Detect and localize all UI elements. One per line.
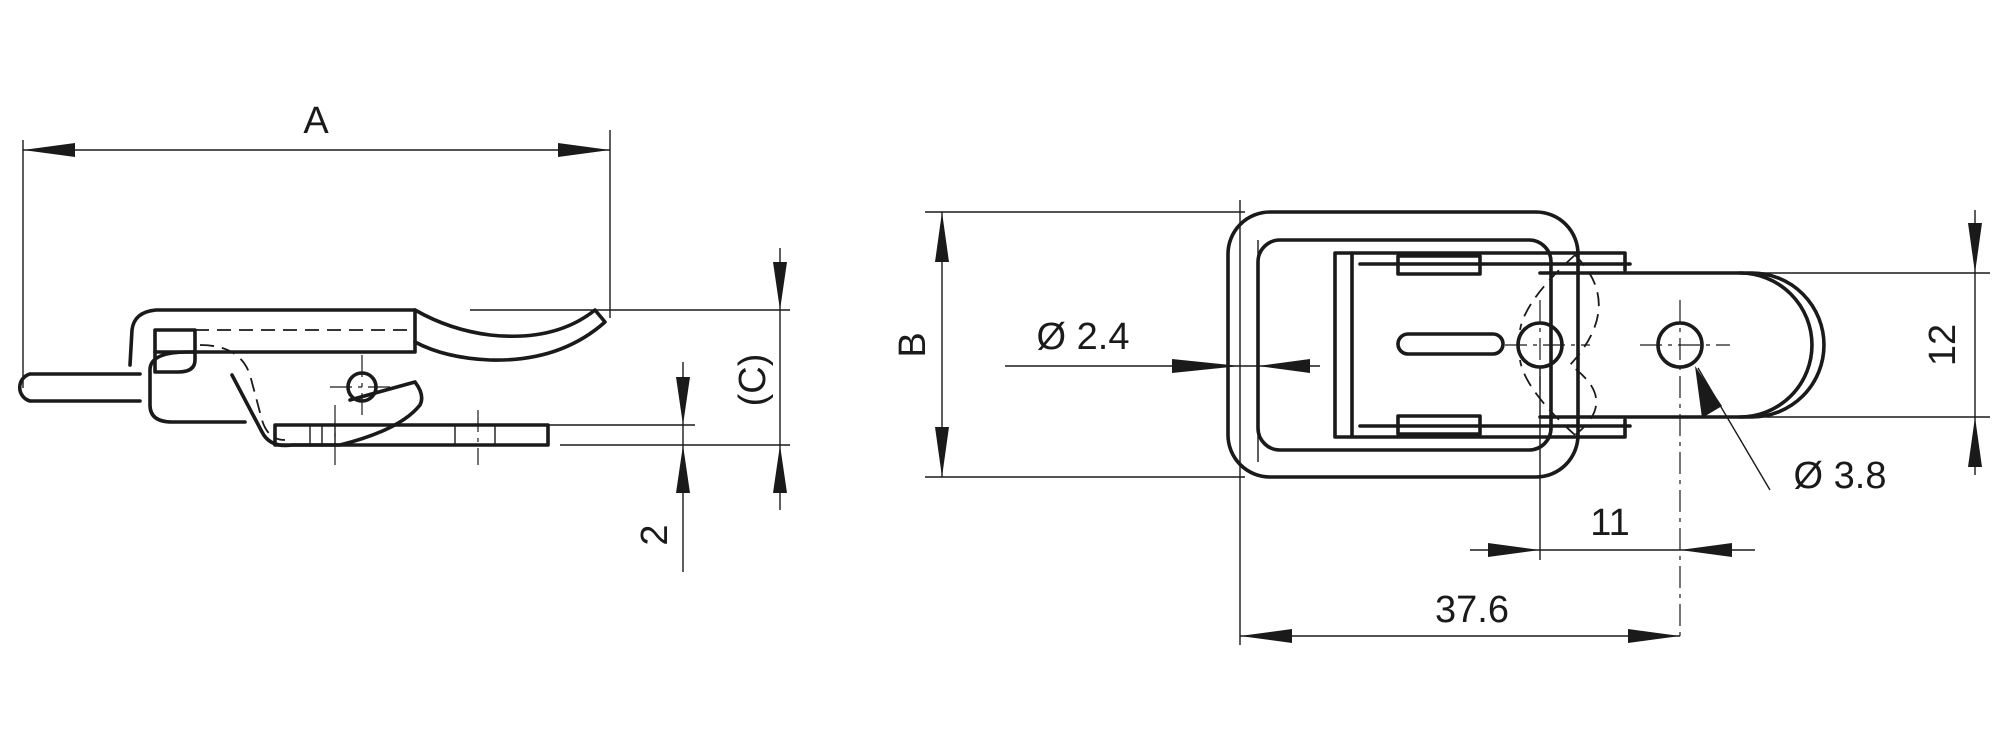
top-tongue-tip xyxy=(1738,271,1826,419)
dim-37-6-arrow-right xyxy=(1628,629,1680,643)
top-hole-large-centerline xyxy=(1640,300,1730,640)
dim-12-extension xyxy=(1745,272,1990,418)
side-inner-clip xyxy=(153,328,197,374)
dim-B-arrow-bottom xyxy=(935,427,949,477)
side-pivot-centerline xyxy=(330,355,390,415)
top-tongue xyxy=(1538,271,1814,419)
dim-2-arrow-top xyxy=(676,377,690,425)
dim-B-arrow-top xyxy=(935,212,949,262)
dim-12-arrow-bottom xyxy=(1968,417,1982,467)
dim-C-arrow-bottom xyxy=(773,445,787,493)
dim-2-label: 2 xyxy=(634,524,676,545)
dim-C-label: (C) xyxy=(732,354,774,407)
dim-hole-small-extension xyxy=(1239,200,1259,645)
dim-A-arrow-right xyxy=(558,143,610,157)
side-lever-body xyxy=(128,308,417,424)
dim-hole-large-label: Ø 3.8 xyxy=(1794,455,1887,497)
top-hole-small-centerline xyxy=(1505,300,1590,390)
top-hidden-hook xyxy=(1519,254,1600,436)
dim-hole-small-arrow-left xyxy=(1172,359,1240,373)
dim-B-label: B xyxy=(892,332,934,357)
dim-12-arrow-top xyxy=(1968,223,1982,273)
dim-C-extension xyxy=(470,309,790,446)
dim-12-label: 12 xyxy=(1922,324,1964,366)
dim-11-arrow-right xyxy=(1680,543,1732,557)
dim-11-arrow-left xyxy=(1488,543,1540,557)
side-strike-centerlines xyxy=(334,405,479,465)
side-link xyxy=(230,373,424,448)
dim-hole-large-leader xyxy=(1697,367,1771,491)
top-outer-frame xyxy=(1226,210,1580,479)
dim-hole-small-arrow-right xyxy=(1258,359,1310,373)
side-view: A (C) 2 xyxy=(17,100,790,572)
side-base-plate xyxy=(17,372,142,403)
side-hidden-line xyxy=(195,329,415,441)
dim-11-label: 11 xyxy=(1590,502,1629,544)
side-strike-plate-ribs xyxy=(309,425,496,445)
top-center-slot xyxy=(1396,332,1505,356)
dim-A-arrow-left xyxy=(23,143,75,157)
side-hook xyxy=(413,308,607,362)
dim-37-6-arrow-left xyxy=(1240,629,1292,643)
side-strike-plate xyxy=(273,423,550,447)
dim-hole-large-arrow xyxy=(1695,366,1722,418)
top-view: B Ø 2.4 12 Ø 3.8 11 37.6 xyxy=(892,200,1990,645)
dim-C-arrow-top xyxy=(773,262,787,310)
dim-2-arrow-bottom xyxy=(676,445,690,493)
dim-37-6-label: 37.6 xyxy=(1435,589,1509,631)
dim-A-label: A xyxy=(303,100,329,142)
dim-A-extension xyxy=(22,130,611,388)
dim-B-extension xyxy=(925,211,1245,478)
dim-hole-small-label: Ø 2.4 xyxy=(1037,316,1130,358)
